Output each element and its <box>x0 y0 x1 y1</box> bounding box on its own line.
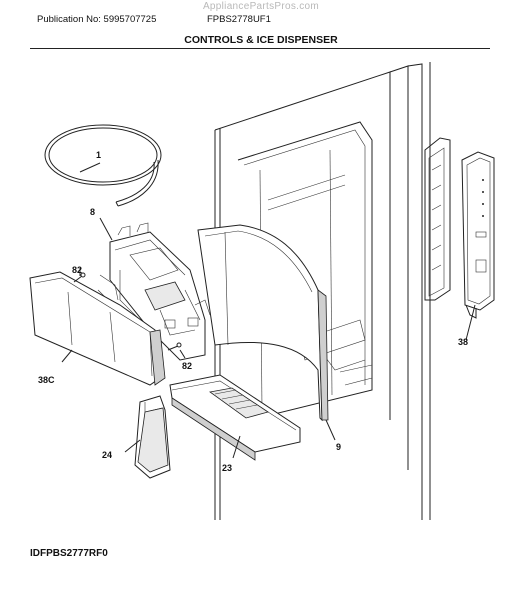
part-24-actuator-paddle <box>124 395 171 479</box>
callout-38c: 38C <box>38 375 55 385</box>
publication-number: Publication No: 5995707725 <box>37 14 157 25</box>
callout-24: 24 <box>102 450 112 460</box>
callout-1: 1 <box>96 150 101 160</box>
callout-82-right: 82 <box>182 361 192 371</box>
header-rule <box>30 48 490 49</box>
model-number: FPBS2778UF1 <box>207 14 271 25</box>
callout-82-left: 82 <box>72 265 82 275</box>
part-9-dispenser-panel <box>197 224 336 441</box>
callout-8: 8 <box>90 207 95 217</box>
watermark: AppliancePartsPros.com <box>202 1 320 12</box>
callout-9: 9 <box>336 442 341 452</box>
part-38c-dispenser-cover <box>29 271 166 386</box>
part-38-control-board <box>424 137 495 341</box>
callout-23: 23 <box>222 463 232 473</box>
callout-38: 38 <box>458 337 468 347</box>
part-8-dispenser-housing <box>97 217 211 361</box>
drawing-id: IDFPBS2777RF0 <box>30 548 108 559</box>
part-1-water-tube-coil <box>44 124 162 207</box>
part-82-screws <box>73 268 186 359</box>
part-23-drip-tray <box>169 374 301 461</box>
section-title: CONTROLS & ICE DISPENSER <box>184 34 338 46</box>
